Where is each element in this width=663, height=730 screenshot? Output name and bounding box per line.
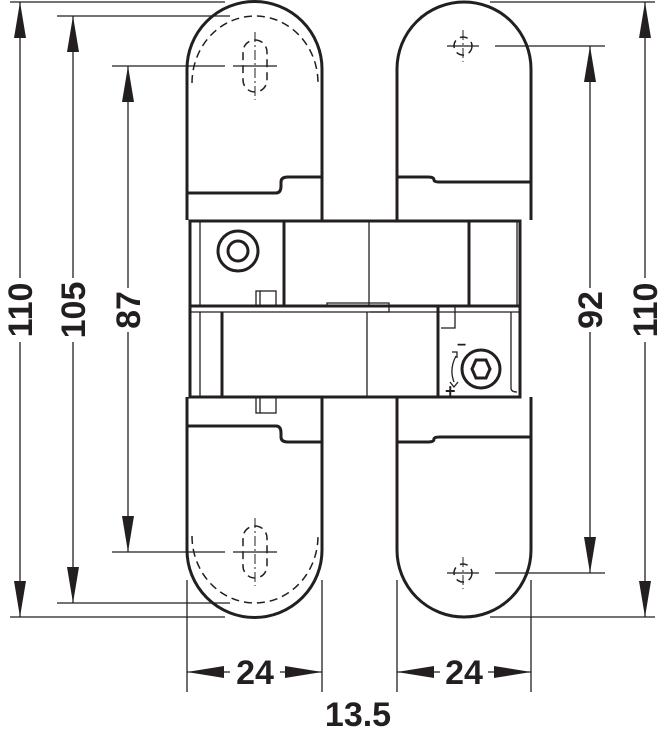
adjustment-screw-icon: [460, 348, 502, 390]
left-slot-top-icon: [233, 32, 277, 100]
label-110-right: 110: [627, 283, 663, 338]
label-24-right: 24: [445, 654, 483, 692]
right-hinge-plate: [395, 0, 533, 619]
label-13-5: 13.5: [325, 696, 391, 730]
label-87: 87: [110, 291, 148, 329]
adjust-arrow-icon: [449, 351, 459, 389]
left-hinge-plate: [185, 0, 324, 619]
right-hole-bottom-icon: [447, 557, 479, 589]
pin-bottom: [255, 396, 277, 414]
label-24-left: 24: [236, 654, 274, 692]
right-hole-top-icon: [447, 30, 479, 62]
horizontal-dimensions: 24 24 13.5: [187, 654, 531, 730]
extension-lines: [10, 1, 655, 692]
adjust-plus: +: [445, 381, 456, 401]
vertical-labels: 110 105 87 92 110: [2, 278, 663, 342]
screw-icon: [216, 229, 260, 273]
pin-top: [255, 290, 277, 307]
label-105: 105: [55, 282, 93, 339]
label-110-left: 110: [2, 283, 40, 338]
adjust-minus: −: [457, 337, 466, 354]
left-slot-bottom-icon: [233, 518, 277, 586]
label-92: 92: [572, 291, 610, 329]
hinge-mechanism: − +: [188, 219, 522, 414]
